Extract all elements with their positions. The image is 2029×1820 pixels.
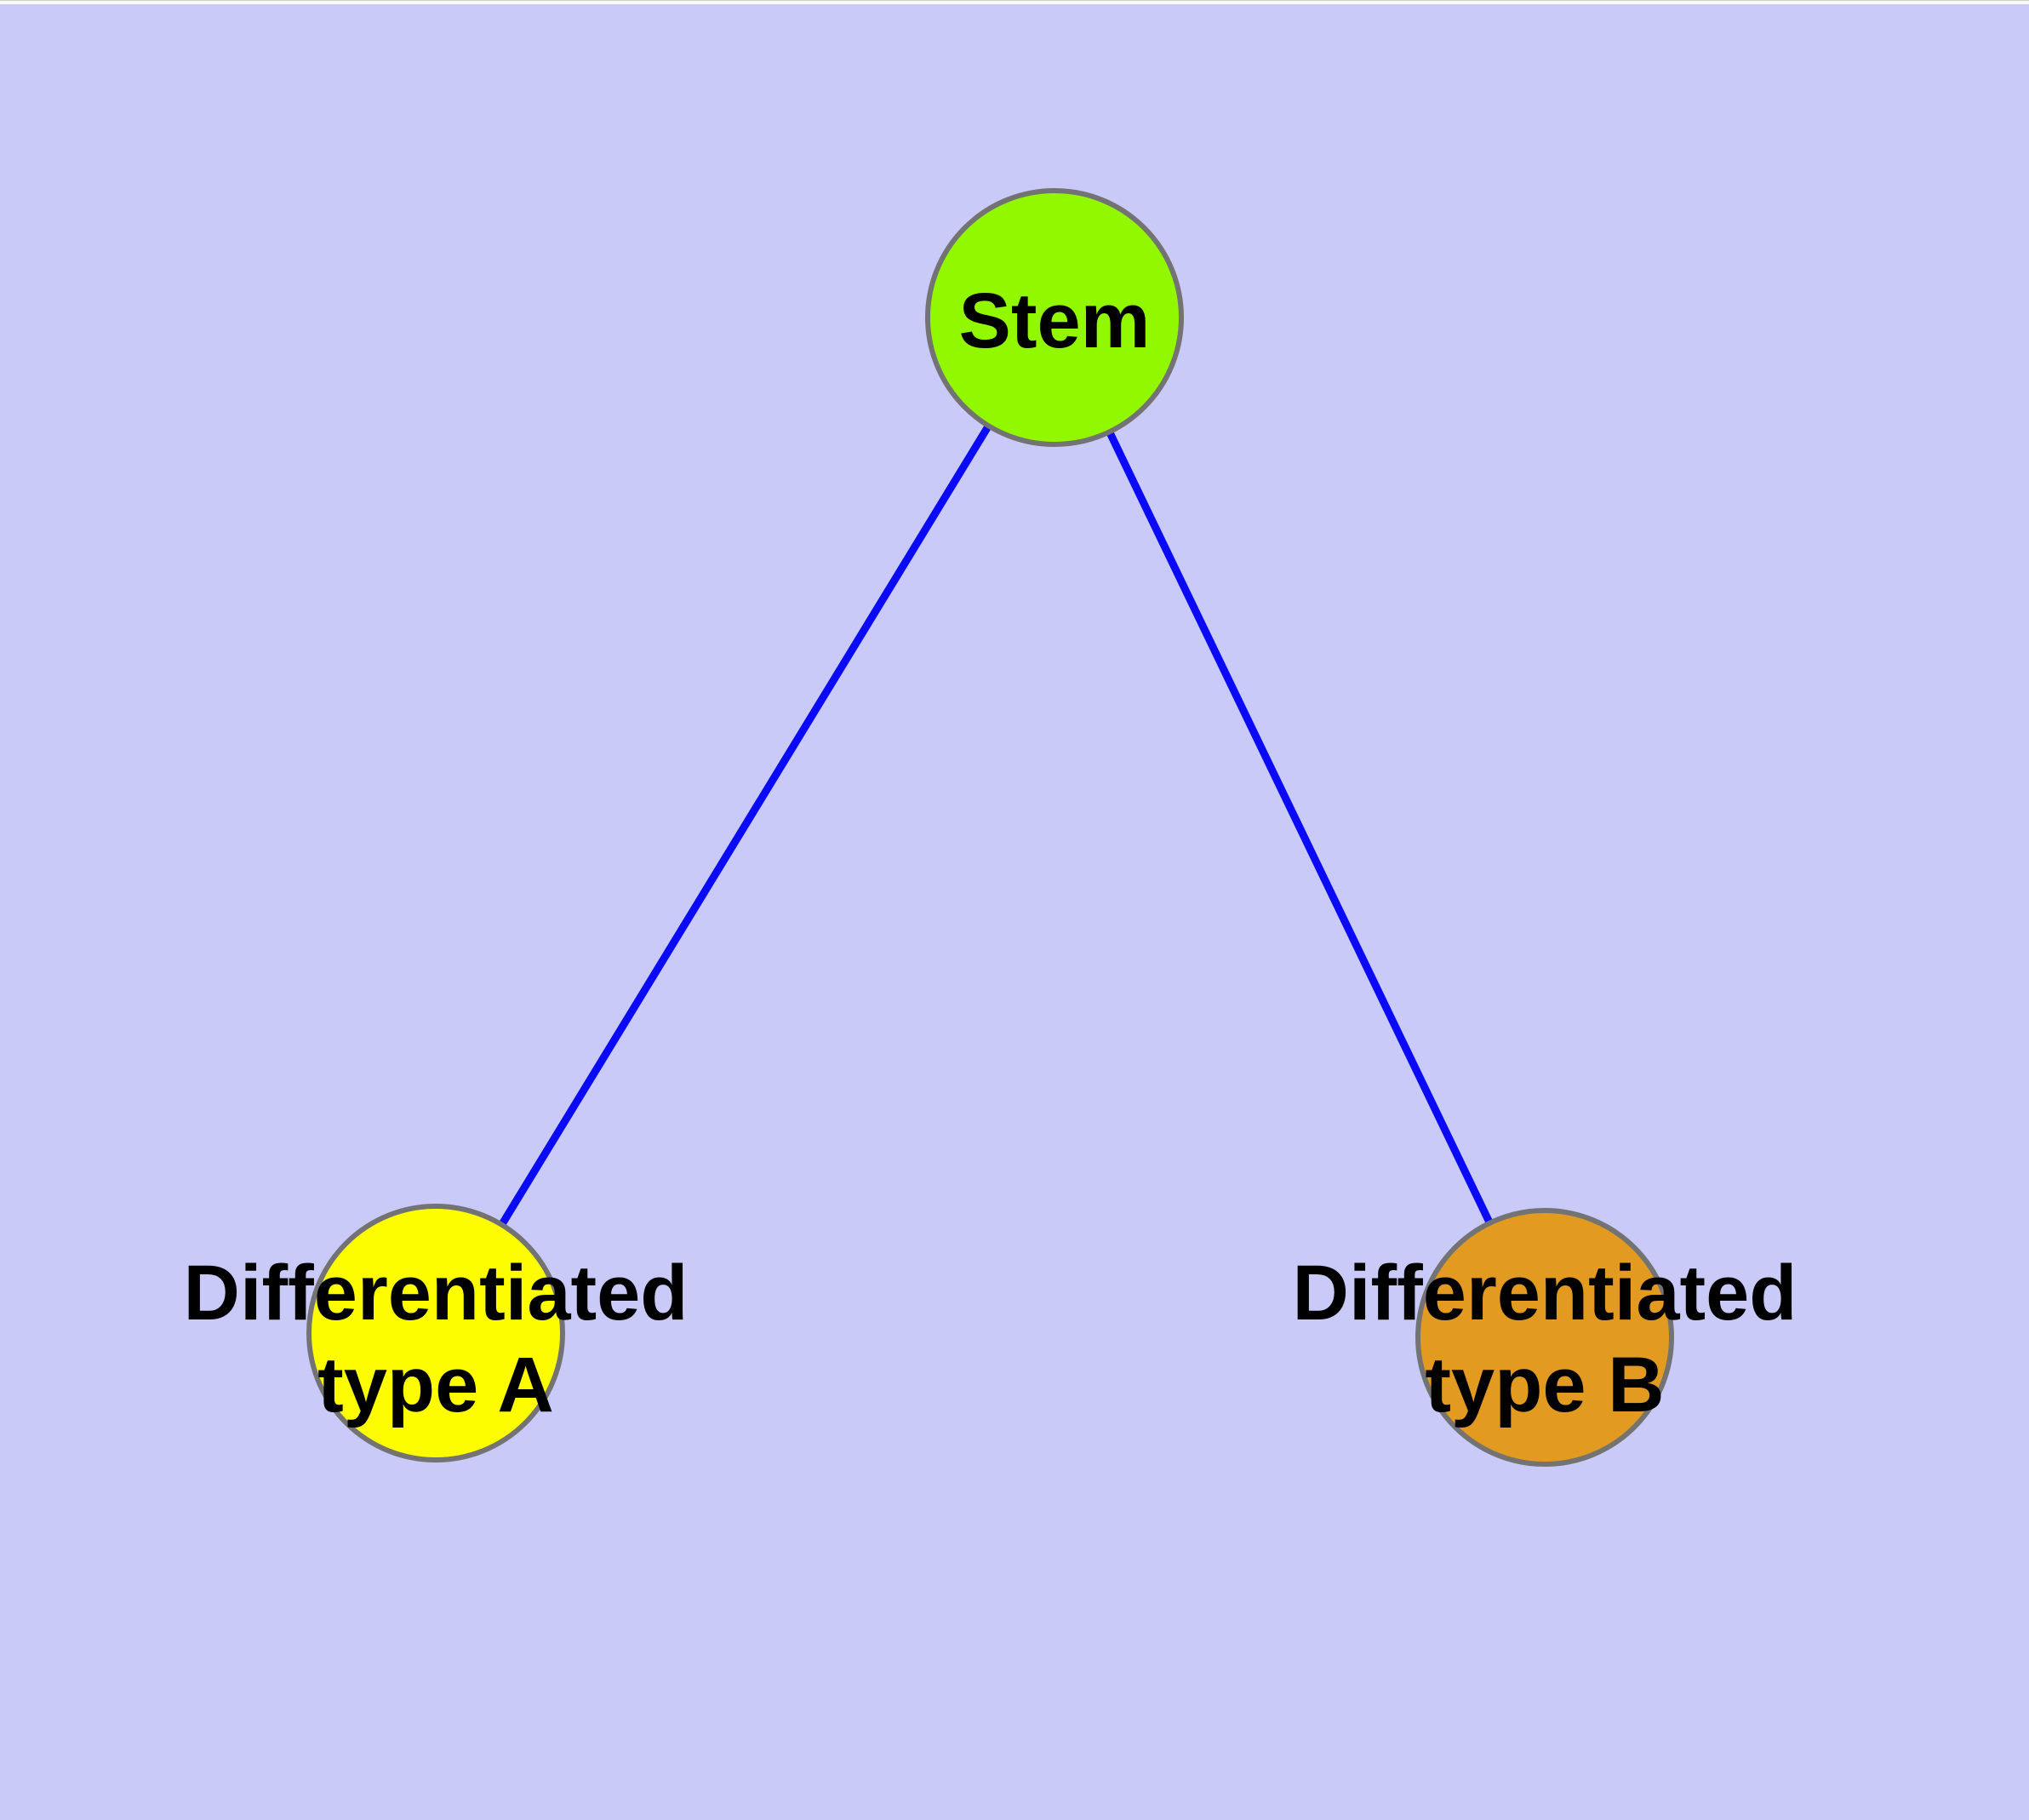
window-top-edge xyxy=(0,1,2029,4)
node-differentiated-type-b-label-line2: type B xyxy=(1425,1342,1664,1428)
node-differentiated-type-a-label-line1: Differentiated xyxy=(184,1250,689,1336)
window-top-border-line xyxy=(0,0,2029,1)
edge-stem-to-type-b xyxy=(1050,316,1549,1339)
node-differentiated-type-a-label-line2: type A xyxy=(317,1342,554,1428)
node-differentiated-type-b-label-line1: Differentiated xyxy=(1293,1250,1798,1336)
node-stem-label: Stem xyxy=(959,278,1151,364)
node-differentiated-type-b[interactable] xyxy=(1415,1208,1674,1467)
node-stem[interactable] xyxy=(925,188,1184,447)
node-group-stem: Stem xyxy=(925,188,1184,447)
node-differentiated-type-a[interactable] xyxy=(306,1204,565,1462)
edge-stem-to-type-a xyxy=(432,315,1058,1336)
